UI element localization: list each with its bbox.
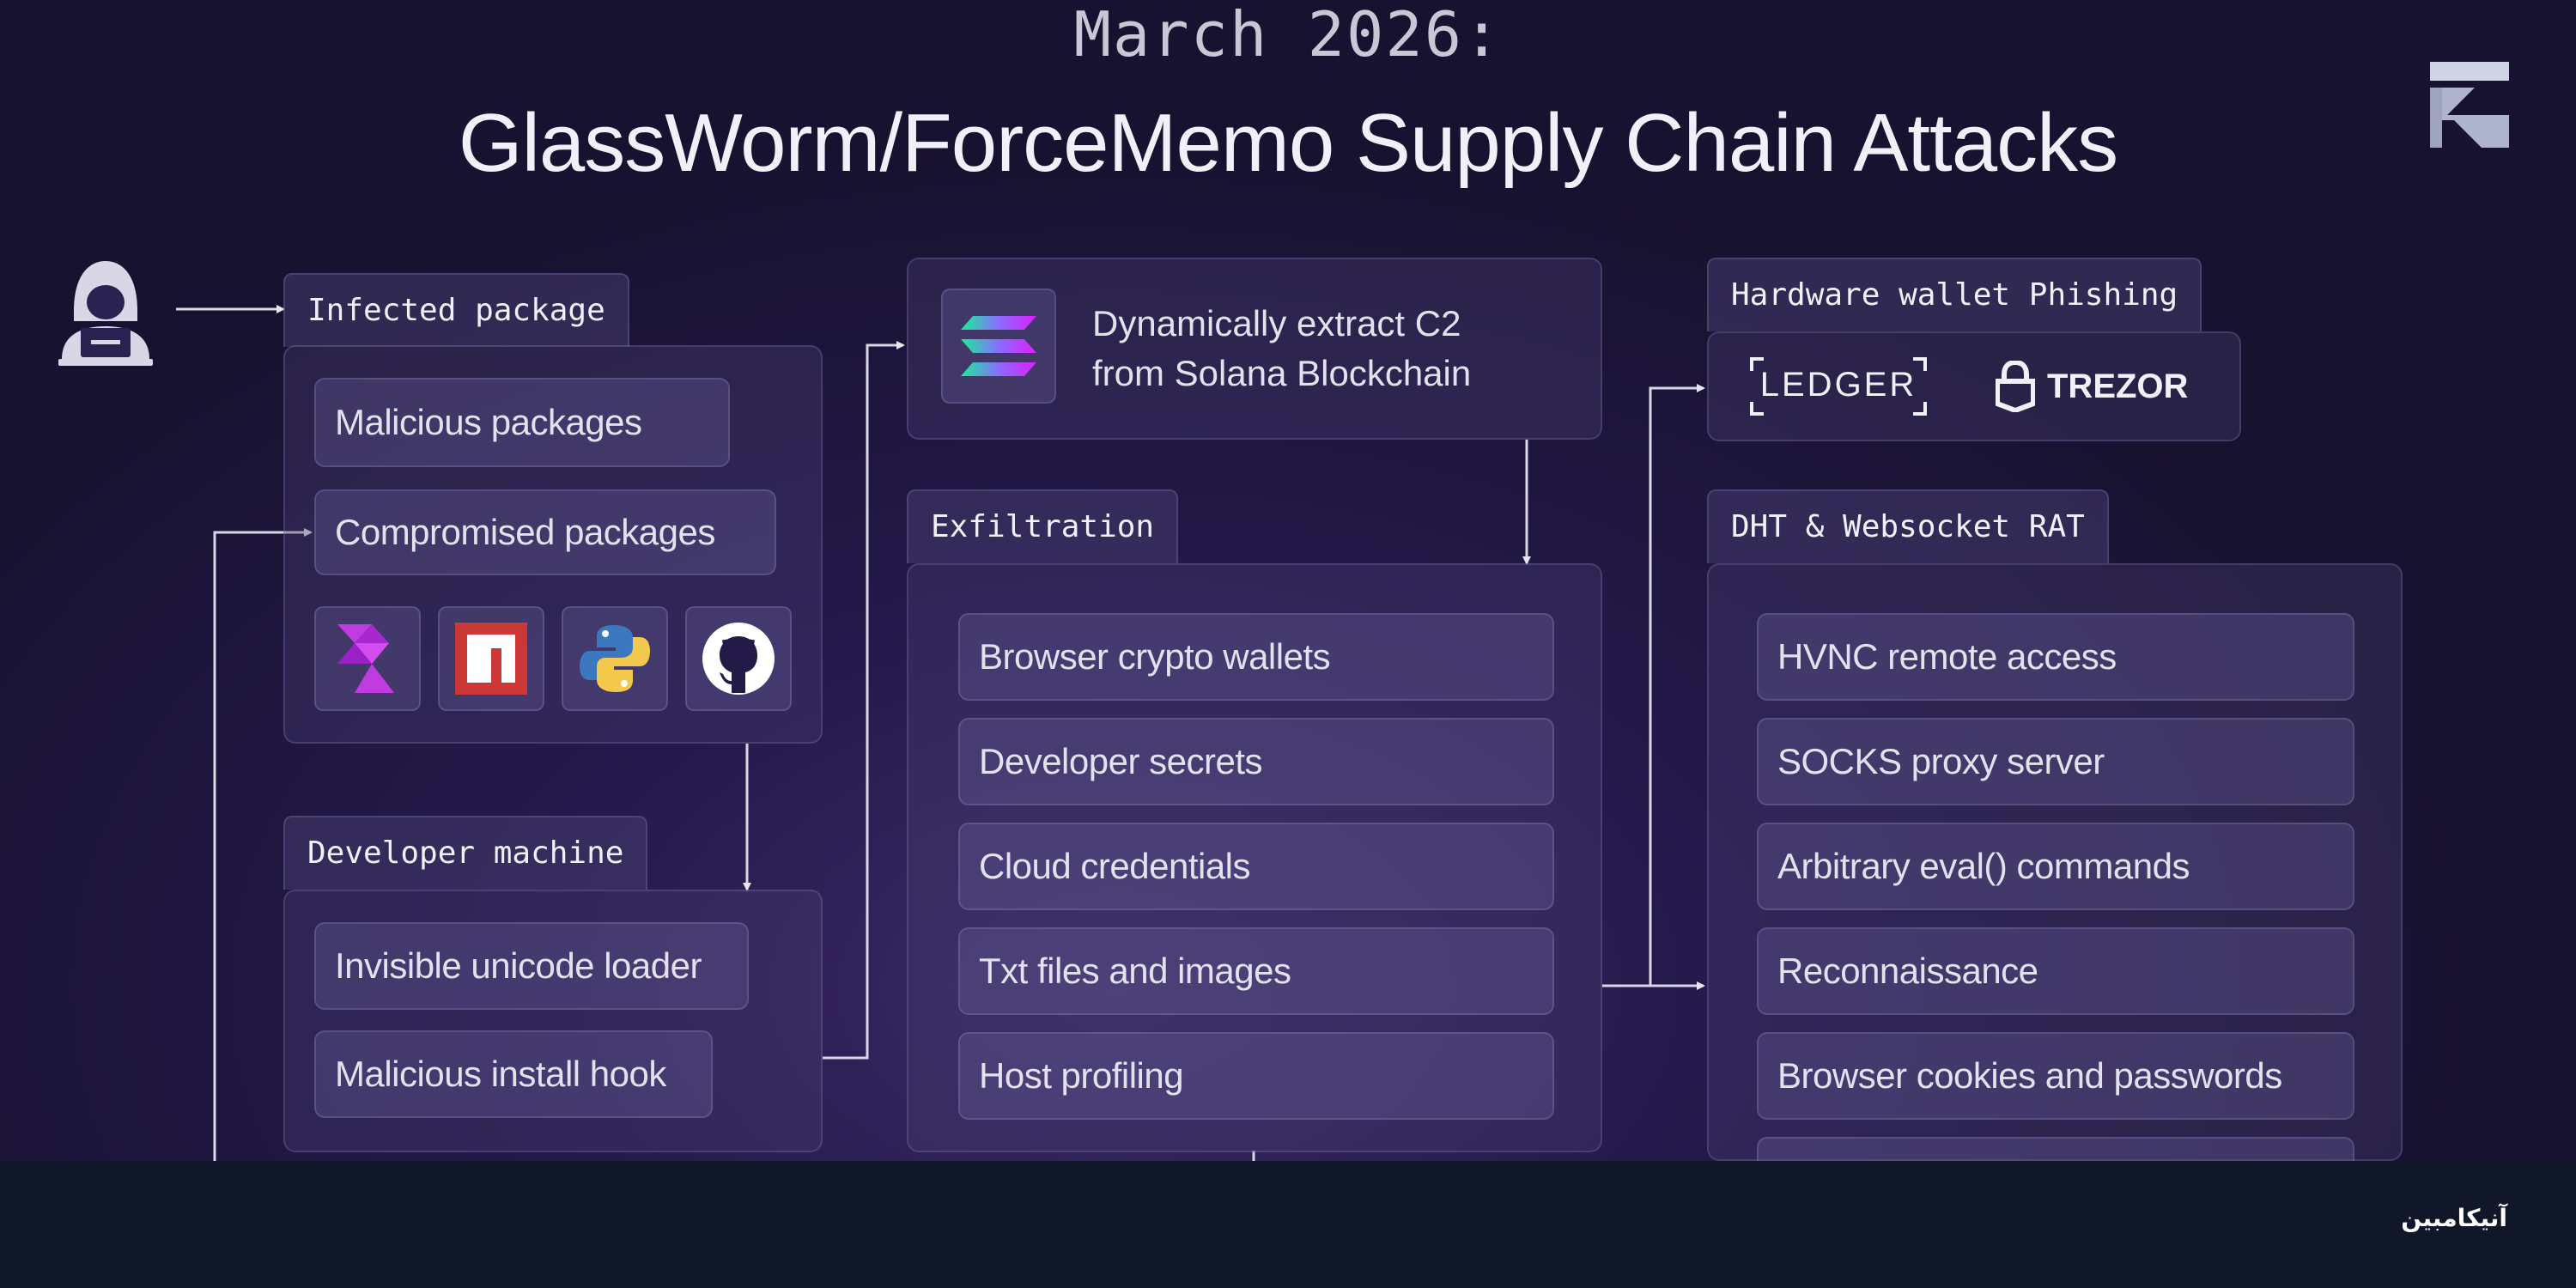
exfil-item-txt-files-images: Txt files and images (958, 927, 1554, 1015)
npm-icon (438, 606, 544, 711)
developer-machine-panel (283, 890, 823, 1152)
c2-text-line2: from Solana Blockchain (1092, 353, 1472, 393)
github-icon (685, 606, 792, 711)
compromised-packages-item: Compromised packages (314, 489, 776, 575)
footer-brand-text: آنیکامبین (2401, 1205, 2507, 1231)
rat-item-reconnaissance: Reconnaissance (1757, 927, 2354, 1015)
malicious-packages-item: Malicious packages (314, 378, 730, 467)
ledger-logo: LEDGER (1748, 355, 1929, 417)
exfiltration-tab: Exfiltration (907, 489, 1179, 563)
hacker-icon (58, 261, 153, 366)
exfil-item-host-profiling: Host profiling (958, 1032, 1554, 1120)
ledger-text: LEDGER (1759, 366, 1917, 404)
page-title: GlassWorm/ForceMemo Supply Chain Attacks (458, 97, 2118, 189)
invisible-unicode-loader-item: Invisible unicode loader (314, 922, 749, 1010)
exfil-item-developer-secrets: Developer secrets (958, 718, 1554, 805)
python-icon (562, 606, 668, 711)
malicious-install-hook-item: Malicious install hook (314, 1030, 713, 1118)
hardware-wallet-phishing-tab: Hardware wallet Phishing (1707, 258, 2202, 331)
rat-item-socks-proxy: SOCKS proxy server (1757, 718, 2354, 805)
exfil-item-browser-crypto-wallets: Browser crypto wallets (958, 613, 1554, 701)
exfil-item-cloud-credentials: Cloud credentials (958, 823, 1554, 910)
c2-text-line1: Dynamically extract C2 (1092, 303, 1461, 343)
trezor-logo: TREZOR (1996, 355, 2188, 417)
trezor-text: TREZOR (2047, 367, 2189, 405)
footer-bar (0, 1161, 2576, 1288)
rat-tab: DHT & Websocket RAT (1707, 489, 2109, 563)
solana-icon (941, 289, 1056, 404)
rat-item-browser-cookies: Browser cookies and passwords (1757, 1032, 2354, 1120)
exfiltration-panel (907, 563, 1602, 1152)
rat-panel (1707, 563, 2403, 1161)
rat-item-partial (1757, 1137, 2354, 1161)
infected-package-tab: Infected package (283, 273, 629, 347)
hardware-wallet-panel (1707, 331, 2241, 441)
date-heading: March 2026: (1073, 0, 1503, 70)
padlock-icon (1996, 361, 2035, 412)
vsx-icon (314, 606, 421, 711)
brand-logo-icon (2430, 62, 2509, 148)
rat-item-hvnc: HVNC remote access (1757, 613, 2354, 701)
rat-item-eval-commands: Arbitrary eval() commands (1757, 823, 2354, 910)
developer-machine-tab: Developer machine (283, 816, 648, 890)
ledger-brackets-icon (1750, 357, 1927, 416)
